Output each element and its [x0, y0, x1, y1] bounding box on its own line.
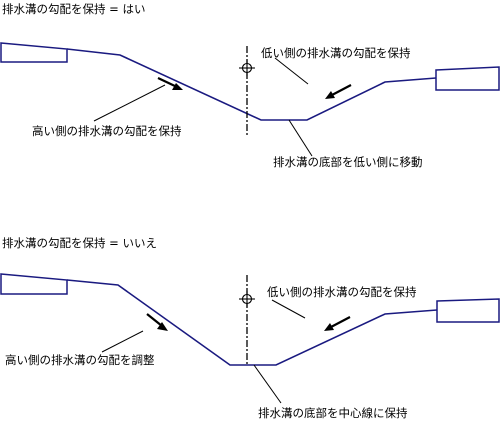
panel-1-right-road-block — [435, 66, 500, 91]
panel-2-label-bottom: 排水溝の底部を中心線に保持 — [258, 406, 408, 420]
panel-2-left-slope-arrow-icon — [146, 313, 168, 331]
panel-1-label-bottom: 排水溝の底部を低い側に移動 — [273, 155, 423, 169]
panel-1-label-high-side: 高い側の排水溝の勾配を保持 — [32, 124, 182, 138]
panel-1-leader-low-side — [274, 57, 309, 85]
panel-1-heading: 排水溝の勾配を保持 = はい — [2, 2, 145, 16]
panel-1-leader-bottom — [288, 119, 313, 157]
panel-keep-slope-no: 排水溝の勾配を保持 = いいえ 低い側の排水溝の勾配を保持 高い側の排水溝 — [0, 236, 500, 420]
panel-2-ditch-profile — [66, 279, 438, 366]
panel-1-left-road-block — [0, 42, 68, 63]
panel-2-left-road-block — [0, 273, 68, 295]
panel-1-right-slope-arrow-icon — [325, 84, 352, 99]
panel-2-centerline-marker-icon — [239, 291, 255, 307]
panel-2-label-high-side: 高い側の排水溝の勾配を調整 — [5, 353, 155, 367]
panel-1-centerline-marker-icon — [239, 60, 255, 76]
panel-2-right-road-block — [436, 298, 500, 323]
panel-2-leader-bottom — [253, 364, 282, 404]
panel-2-label-low-side: 低い側の排水溝の勾配を保持 — [267, 285, 417, 299]
panel-1-left-slope-arrow-icon — [157, 77, 183, 90]
panel-1-leader-high-side — [93, 84, 166, 122]
panel-1-label-low-side: 低い側の排水溝の勾配を保持 — [261, 46, 411, 60]
panel-2-heading: 排水溝の勾配を保持 = いいえ — [2, 236, 157, 250]
panel-2-leader-high-side — [101, 330, 144, 353]
panel-2-leader-low-side — [271, 299, 306, 319]
panel-1-ditch-profile — [66, 48, 437, 121]
panel-2-right-slope-arrow-icon — [324, 316, 351, 331]
panel-keep-slope-yes: 排水溝の勾配を保持 = はい 低い側の排水溝の勾配を保持 高い側の排水溝の — [0, 2, 500, 169]
